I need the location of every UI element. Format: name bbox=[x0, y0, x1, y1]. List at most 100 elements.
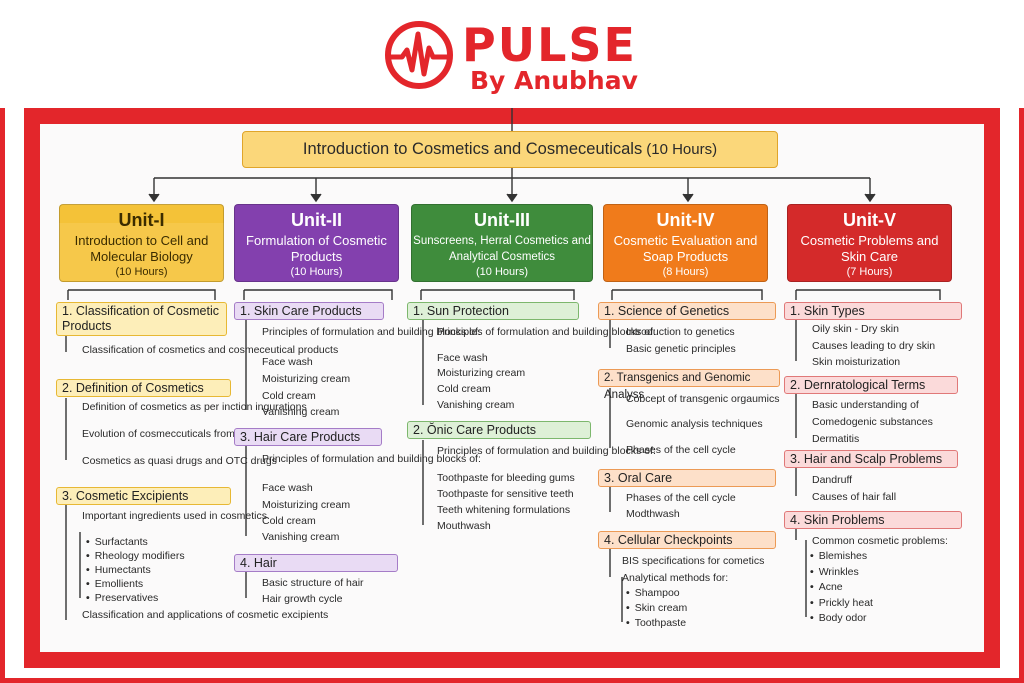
unit-3-header: Unit-III Sunscreens, Herral Cosmetics an… bbox=[411, 204, 593, 282]
section-heading: 3. Hair and Scalp Problems bbox=[784, 450, 958, 468]
topic-item: Phases of the cell cycle bbox=[626, 492, 736, 504]
topic-item: Definition of cosmetics as per inction i… bbox=[82, 401, 307, 413]
topic-item: Principles of formulation and building b… bbox=[437, 445, 656, 457]
topic-item: Face wash bbox=[262, 482, 313, 494]
unit-hours: (8 Hours) bbox=[662, 266, 709, 278]
topic-item: Analytical methods for: bbox=[622, 572, 729, 584]
topic-item: Evolution of cosmeccuticals from cosmeti… bbox=[82, 428, 285, 440]
unit-heading: Unit-II bbox=[291, 210, 342, 230]
topic-item: Hair growth cycle bbox=[262, 593, 343, 605]
topic-item: Causes of hair fall bbox=[812, 491, 897, 503]
unit-title: Formulation of Cosmetic Products bbox=[246, 233, 387, 264]
topic-item: Moisturizing cream bbox=[437, 367, 526, 379]
topic-item: Vanishing cream bbox=[262, 406, 340, 418]
section-heading: 4. Skin Problems bbox=[784, 511, 962, 529]
unit-hours: (10 Hours) bbox=[476, 266, 528, 278]
subtopic-item: •Wrinkles bbox=[810, 566, 859, 578]
section-heading: 3. Oral Care bbox=[598, 469, 776, 487]
topic-item: Phases of the cell cycle bbox=[626, 444, 736, 456]
topic-item: Moisturizing cream bbox=[262, 373, 351, 385]
topic-item: BIS specifications for cometics bbox=[622, 555, 765, 567]
subtopic-item: •Surfactants bbox=[86, 536, 148, 548]
topic-item: Principles of formulation and building b… bbox=[262, 326, 481, 338]
pulse-heartbeat-icon bbox=[385, 21, 453, 89]
unit-title: Cosmetic Evaluation and Soap Products bbox=[613, 233, 758, 264]
topic-item: Causes leading to dry skin bbox=[812, 340, 936, 352]
topic-item: Face wash bbox=[437, 352, 488, 364]
topic-item: Important ingredients used in cosmetics bbox=[82, 510, 268, 522]
header: PULSE By Anubhav bbox=[0, 0, 1024, 108]
topic-item: Principles of formulation and building b… bbox=[437, 326, 656, 338]
topic-item: Cobcept of transgenic orgaumics bbox=[626, 393, 780, 405]
topic-item: Genomic analysis techniques bbox=[626, 418, 763, 430]
subtopic-item: •Shampoo bbox=[626, 587, 680, 599]
topic-item: Toothpaste for sensitive teeth bbox=[437, 488, 574, 500]
unit-hours: (10 Hours) bbox=[290, 266, 343, 278]
section-heading: 3. Hair Care Products bbox=[234, 428, 382, 446]
topic-item: Cold cream bbox=[262, 390, 316, 402]
topic-item: Common cosmetic problems: bbox=[812, 535, 948, 547]
topic-item: Introduction to genetics bbox=[626, 326, 735, 338]
topic-item: Cold cream bbox=[437, 383, 491, 395]
section-heading: 3. Cosmetic Excipients bbox=[56, 487, 231, 505]
brand-name: PULSE bbox=[462, 18, 637, 72]
topic-item: Cold cream bbox=[262, 515, 316, 527]
topic-item: Classification of cosmetics and cosmeceu… bbox=[82, 344, 339, 356]
main-title-hours: (10 Hours) bbox=[646, 141, 718, 158]
unit-title: Cosmetic Problems and Skin Care bbox=[800, 233, 939, 264]
topic-item: Basic genetic principles bbox=[626, 343, 736, 355]
topic-item: Oily skin - Dry skin bbox=[812, 323, 899, 335]
unit-heading: Unit-I bbox=[118, 210, 165, 230]
unit-title: Introduction to Cell and Molecular Biolo… bbox=[74, 233, 209, 264]
topic-item: Classification and applications of cosme… bbox=[82, 609, 329, 621]
section-heading: 1. Science of Genetics bbox=[598, 302, 776, 320]
subtopic-item: •Body odor bbox=[810, 612, 867, 624]
topic-item: Basic structure of hair bbox=[262, 577, 364, 589]
topic-item: Mouthwash bbox=[437, 520, 491, 532]
subtopic-item: •Prickly heat bbox=[810, 597, 873, 609]
topic-item: Toothpaste for bleeding gums bbox=[437, 472, 575, 484]
subtopic-item: •Emollients bbox=[86, 578, 144, 590]
topic-item: Principles of formulation and building b… bbox=[262, 453, 481, 465]
main-title: Introduction to Cosmetics and Cosmeceuti… bbox=[242, 131, 778, 168]
section-heading: 1. Skin Types bbox=[784, 302, 962, 320]
section-heading: 2. Ŏnic Care Products bbox=[407, 421, 591, 439]
subtopic-item: •Rheology modifiers bbox=[86, 550, 185, 562]
unit-4-header: Unit-IV Cosmetic Evaluation and Soap Pro… bbox=[603, 204, 768, 282]
unit-5-header: Unit-V Cosmetic Problems and Skin Care (… bbox=[787, 204, 952, 282]
section-heading: 1. Sun Protection bbox=[407, 302, 579, 320]
topic-item: Vanishing cream bbox=[437, 399, 515, 411]
topic-item: Face wash bbox=[262, 356, 313, 368]
topic-item: Vanishing cream bbox=[262, 531, 340, 543]
section-heading: 1. Classification of Cosmetic Products bbox=[56, 302, 227, 336]
brand-subtitle: By Anubhav bbox=[470, 66, 638, 95]
unit-heading: Unit-IV bbox=[656, 210, 715, 230]
section-heading: 1. Skin Care Products bbox=[234, 302, 384, 320]
topic-item: Moisturizing cream bbox=[262, 499, 351, 511]
subtopic-item: •Blemishes bbox=[810, 550, 868, 562]
section-heading: 2. Definition of Cosmetics bbox=[56, 379, 231, 397]
subtopic-item: •Preservatives bbox=[86, 592, 159, 604]
unit-1-header: Unit-I Introduction to Cell and Molecula… bbox=[59, 204, 224, 282]
topic-item: Skin moisturization bbox=[812, 356, 901, 368]
unit-title: Sunscreens, Herral Cosmetics and Analyti… bbox=[413, 235, 591, 263]
main-title-text: Introduction to Cosmetics and Cosmeceuti… bbox=[302, 140, 643, 158]
topic-item: Modthwash bbox=[626, 508, 680, 520]
subtopic-item: •Acne bbox=[810, 581, 843, 593]
topic-item: Dermatitis bbox=[812, 433, 860, 445]
topic-item: Cosmetics as quasi drugs and OTC drugs bbox=[82, 455, 277, 467]
section-heading: 2. Dernratological Terms bbox=[784, 376, 958, 394]
unit-hours: (10 Hours) bbox=[115, 266, 168, 278]
topic-item: Basic understanding of bbox=[812, 399, 919, 411]
unit-hours: (7 Hours) bbox=[846, 266, 893, 278]
unit-heading: Unit-III bbox=[474, 210, 530, 230]
subtopic-item: •Humectants bbox=[86, 564, 151, 576]
subtopic-item: •Skin cream bbox=[626, 602, 688, 614]
section-heading: 4. Cellular Checkpoints bbox=[598, 531, 776, 549]
topic-item: Teeth whitening formulations bbox=[437, 504, 571, 516]
unit-heading: Unit-V bbox=[843, 210, 896, 230]
subtopic-item: •Toothpaste bbox=[626, 617, 687, 629]
section-heading: 2. Transgenics and Genomic Analyss bbox=[598, 369, 780, 401]
topic-item: Dandruff bbox=[812, 474, 853, 486]
unit-2-header: Unit-II Formulation of Cosmetic Products… bbox=[234, 204, 399, 282]
